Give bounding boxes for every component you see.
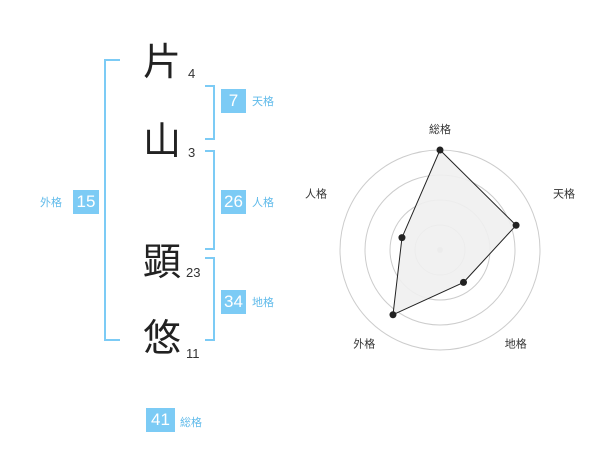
radar-point-0 [436, 146, 444, 154]
radar-point-2 [460, 278, 468, 286]
gaikaku-bracket [104, 59, 120, 341]
radar-axis-label-4: 人格 [305, 186, 327, 200]
name-char-1: 片 [143, 40, 182, 84]
stroke-count-4: 11 [186, 346, 200, 361]
radar-point-4 [398, 234, 406, 242]
chikaku-score: 34 [221, 290, 246, 314]
stroke-count-1: 4 [188, 66, 196, 81]
jinkaku-score: 26 [221, 190, 246, 214]
radar-axis-label-2: 地格 [505, 337, 527, 351]
tenkaku-bracket [205, 85, 215, 140]
gaikaku-label: 外格 [40, 196, 62, 209]
tenkaku-label: 天格 [252, 95, 274, 108]
jinkaku-label: 人格 [252, 196, 274, 209]
name-char-4: 悠 [143, 316, 182, 360]
radar-point-3 [389, 311, 397, 319]
radar-series-area [392, 149, 517, 316]
gaikaku-score: 15 [73, 190, 99, 214]
radar-point-1 [512, 221, 520, 229]
chikaku-label: 地格 [252, 296, 274, 309]
radar-axis-label-0: 総格 [429, 122, 451, 136]
name-char-2: 山 [143, 119, 182, 163]
radar-axis-label-1: 天格 [553, 186, 575, 200]
stroke-count-2: 3 [188, 145, 196, 160]
tenkaku-score: 7 [221, 89, 246, 113]
radar-axis-label-3: 外格 [353, 337, 375, 351]
soukaku-score: 41 [146, 408, 175, 432]
chikaku-bracket [205, 257, 215, 341]
name-char-3: 顕 [143, 240, 182, 284]
soukaku-label: 総格 [180, 416, 202, 429]
stroke-count-3: 23 [186, 265, 201, 280]
jinkaku-bracket [205, 150, 215, 250]
